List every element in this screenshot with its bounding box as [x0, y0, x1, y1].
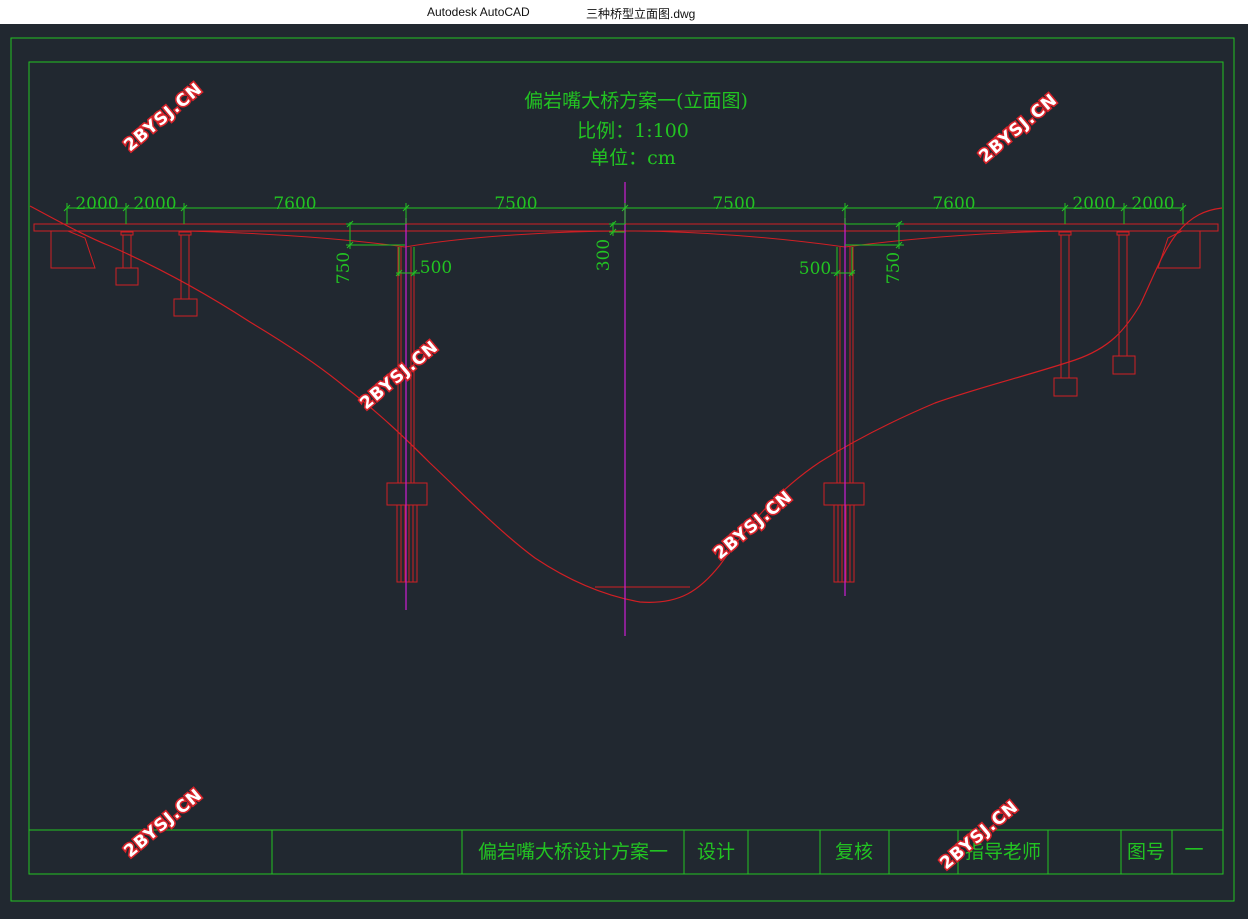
dimension-labels: 2000 2000 7600 7500 7500 7600 2000 2000 …	[75, 194, 1174, 284]
file-name: 三种桥型立面图.dwg	[586, 7, 696, 21]
dim-span-3: 7600	[273, 194, 316, 214]
pier-right-2	[1112, 231, 1136, 375]
drawing-scale: 比例：1:100	[577, 120, 689, 142]
deck-slab	[33, 223, 1219, 232]
drawing-frame	[10, 37, 1235, 902]
dim-span-6: 7600	[932, 194, 975, 214]
main-pier-left	[386, 247, 428, 583]
watermark: 2BYSJ.CN	[975, 90, 1061, 167]
dim-span-8: 2000	[1131, 194, 1174, 214]
title-block-design-label: 设计	[697, 841, 735, 863]
abutments	[50, 230, 1201, 269]
approach-piers	[115, 231, 1136, 397]
drawing-unit: 单位：cm	[590, 147, 676, 169]
drawing-title: 偏岩嘴大桥方案一(立面图)	[524, 90, 748, 112]
title-block-drawing-no-label: 图号	[1127, 841, 1165, 863]
deck-soffit-right	[844, 230, 1066, 248]
title-block-advisor-label: 指导老师	[965, 841, 1041, 863]
left-abutment	[50, 230, 96, 269]
window-titlebar: Autodesk AutoCAD 三种桥型立面图.dwg	[0, 0, 1248, 24]
dim-left-pier-width: 500	[420, 258, 452, 278]
watermark: 2BYSJ.CN	[120, 79, 206, 156]
main-piers	[386, 247, 865, 583]
dim-span-1: 2000	[75, 194, 118, 214]
dim-right-pier-width: 500	[799, 259, 831, 279]
dim-span-2: 2000	[133, 194, 176, 214]
terrain-profile	[29, 205, 1223, 603]
dim-right-depth: 750	[884, 252, 904, 284]
dim-span-5: 7500	[712, 194, 755, 214]
pier-right-1	[1053, 231, 1078, 397]
pier-left-1	[115, 231, 139, 286]
deck-soffit-left	[184, 230, 406, 248]
drawing-canvas[interactable]: 偏岩嘴大桥方案一(立面图) 比例：1:100 单位：cm	[0, 24, 1248, 915]
pier-left-2	[173, 231, 198, 317]
title-block: 偏岩嘴大桥设计方案一 设计 复核 指导老师 图号 一	[478, 839, 1204, 863]
watermark: 2BYSJ.CN	[120, 785, 206, 862]
centerlines	[405, 182, 846, 636]
dim-span-7: 2000	[1072, 194, 1115, 214]
dim-left-depth: 750	[334, 252, 354, 284]
right-abutment	[1157, 230, 1201, 269]
dim-span-4: 7500	[494, 194, 537, 214]
outer-frame	[10, 37, 1235, 902]
bridge-deck	[33, 223, 1219, 248]
inner-frame	[28, 61, 1224, 875]
watermark: 2BYSJ.CN	[710, 487, 796, 564]
title-block-review-label: 复核	[835, 841, 873, 863]
main-pier-right	[823, 247, 865, 583]
title-block-project-name: 偏岩嘴大桥设计方案一	[478, 841, 668, 863]
title-block-drawing-no-value: 一	[1184, 839, 1203, 861]
app-name: Autodesk AutoCAD	[427, 5, 530, 19]
drawing-svg: 偏岩嘴大桥方案一(立面图) 比例：1:100 单位：cm	[10, 37, 1235, 902]
dim-mid-depth: 300	[594, 239, 614, 271]
watermark: 2BYSJ.CN	[356, 337, 442, 414]
dimension-lines	[63, 203, 1187, 277]
watermarks: 2BYSJ.CN 2BYSJ.CN 2BYSJ.CN 2BYSJ.CN 2BYS…	[119, 77, 1064, 875]
